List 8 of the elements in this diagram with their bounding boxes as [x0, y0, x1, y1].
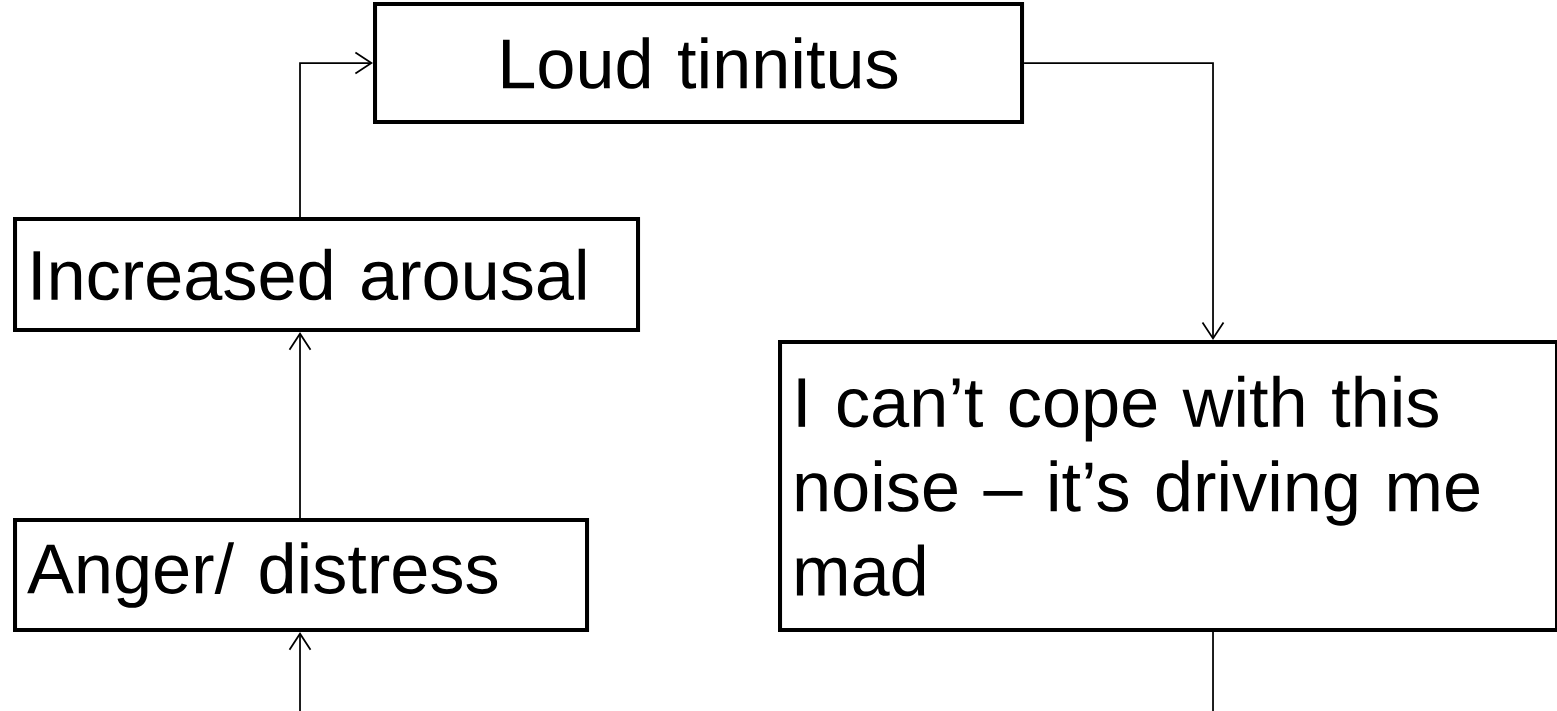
process-box: Anger/ distress — [13, 518, 590, 633]
process-box: Increased arousal — [13, 217, 641, 333]
arrow — [288, 632, 312, 711]
process-box: I can’t cope with this noise – it’s driving me mad — [778, 340, 1557, 633]
arrow — [1023, 62, 1225, 340]
arrow — [288, 332, 312, 519]
arrow — [299, 51, 373, 218]
process-box: Loud tinnitus — [373, 2, 1025, 125]
